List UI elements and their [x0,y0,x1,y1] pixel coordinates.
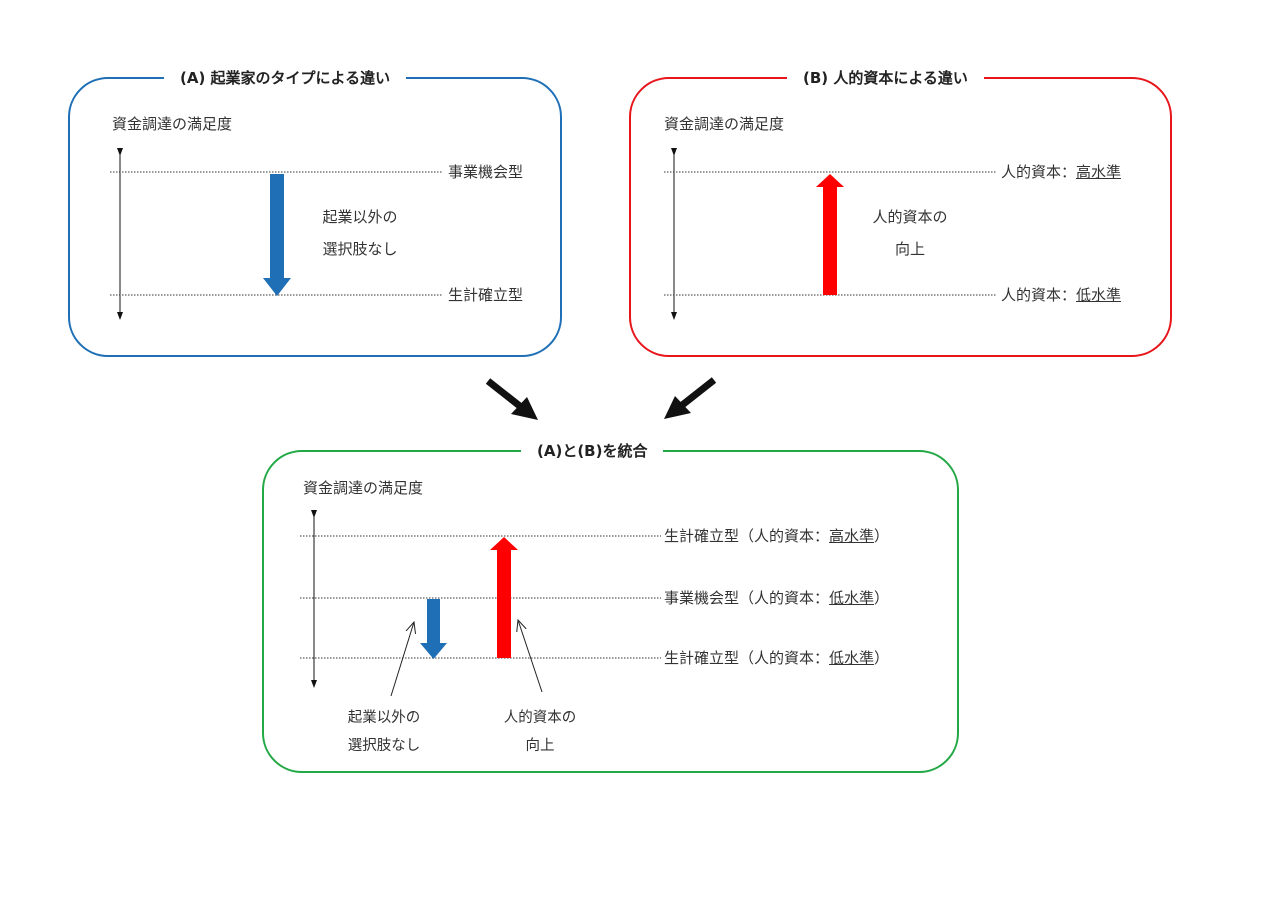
panel-c-row1-prefix: （人的資本： [739,527,830,545]
panel-c-blue-caption: 起業以外の 選択肢なし [334,704,434,760]
panel-a-down-arrow-icon [263,174,291,296]
panel-c-row2-type: 事業機会型 [664,589,740,607]
diagonal-arrow-left-icon [485,378,538,420]
panel-a-title: (A) 起業家のタイプによる違い [164,66,407,90]
panel-c-red-caption-line1: 人的資本の [503,710,577,726]
panel-c-title: (A)と(B)を統合 [521,439,664,463]
panel-b-top-label: 人的資本：高水準 [1001,162,1121,182]
panel-a-axis-label: 資金調達の満足度 [112,115,233,133]
panel-c-axis-label: 資金調達の満足度 [303,479,424,497]
panel-c-row1-level: 高水準 [829,527,875,545]
panel-b-up-arrow-icon [816,174,844,295]
panel-c-row3-type: 生計確立型 [664,649,740,667]
panel-a-top-label: 事業機会型 [448,163,524,181]
panel-b: (B) 人的資本による違い [629,66,1172,357]
panel-b-bottom-label: 人的資本：低水準 [1001,285,1121,305]
panel-a-arrow-caption-line1: 起業以外の [322,208,398,226]
panel-c-red-pointer-icon [518,620,543,693]
diagonal-arrow-right-icon [664,377,717,419]
panel-c-row3-suffix: ） [874,649,890,667]
panel-c-down-arrow-icon [420,599,447,659]
panel-c-row3-label: 生計確立型（人的資本：低水準） [664,648,889,668]
panel-c-row2-label: 事業機会型（人的資本：低水準） [664,588,889,608]
panel-a-arrow-caption: 起業以外の 選択肢なし [310,201,410,265]
panel-c-red-caption-line2: 向上 [525,738,555,754]
panel-c: (A)と(B)を統合 [262,439,959,773]
panel-a-arrow-caption-line2: 選択肢なし [322,240,398,258]
panel-b-axis-label: 資金調達の満足度 [664,115,785,133]
panel-c-up-arrow-icon [490,537,518,658]
panel-c-row1-type: 生計確立型 [664,527,740,545]
panel-b-bottom-label-prefix: 人的資本： [1001,286,1077,304]
panel-b-top-label-level: 高水準 [1076,163,1122,181]
panel-c-row1-label: 生計確立型（人的資本：高水準） [664,526,889,546]
panel-c-row1-suffix: ） [874,527,890,545]
panel-c-row3-prefix: （人的資本： [739,649,830,667]
panel-b-top-label-prefix: 人的資本： [1001,163,1077,181]
panel-c-row2-prefix: （人的資本： [739,589,830,607]
panel-c-blue-pointer-icon [390,622,414,697]
panel-b-arrow-caption: 人的資本の 向上 [860,201,960,265]
panel-a-bottom-label: 生計確立型 [448,286,524,304]
panel-b-arrow-caption-line1: 人的資本の [872,208,948,226]
panel-b-bottom-label-level: 低水準 [1076,286,1122,304]
panel-c-blue-caption-line1: 起業以外の [347,710,421,726]
panel-c-row2-level: 低水準 [829,589,875,607]
panel-c-row3-level: 低水準 [829,649,875,667]
panel-b-title: (B) 人的資本による違い [787,66,984,90]
panel-b-arrow-caption-line2: 向上 [894,240,925,258]
panel-c-red-caption: 人的資本の 向上 [490,704,590,760]
panel-c-row2-suffix: ） [874,589,890,607]
panel-c-blue-caption-line2: 選択肢なし [347,738,421,754]
panel-a: (A) 起業家のタイプによる違い [68,66,562,357]
